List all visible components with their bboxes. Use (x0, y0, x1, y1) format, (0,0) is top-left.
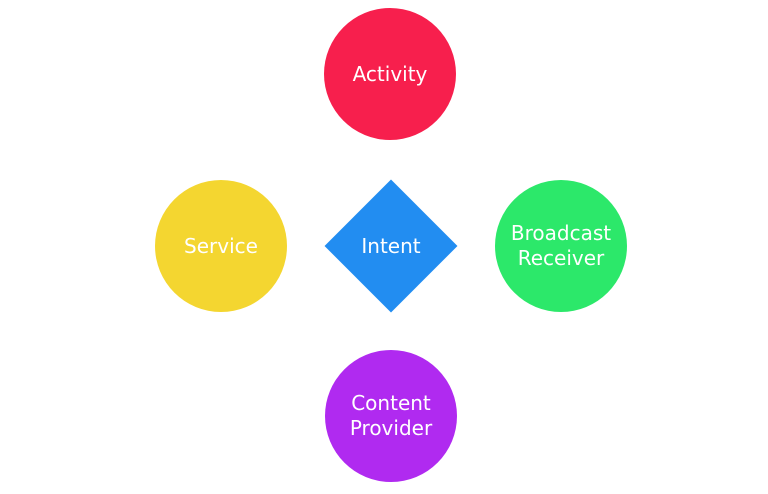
content-provider-node: Content Provider (325, 350, 457, 482)
activity-label: Activity (352, 61, 428, 86)
broadcast-receiver-label: Broadcast Receiver (510, 221, 612, 270)
content-provider-label: Content Provider (349, 391, 433, 440)
activity-node: Activity (324, 8, 456, 140)
service-label: Service (184, 233, 258, 258)
service-node: Service (155, 180, 287, 312)
broadcast-receiver-node: Broadcast Receiver (495, 180, 627, 312)
intent-node: Intent (324, 179, 458, 313)
intent-label: Intent (361, 233, 421, 258)
